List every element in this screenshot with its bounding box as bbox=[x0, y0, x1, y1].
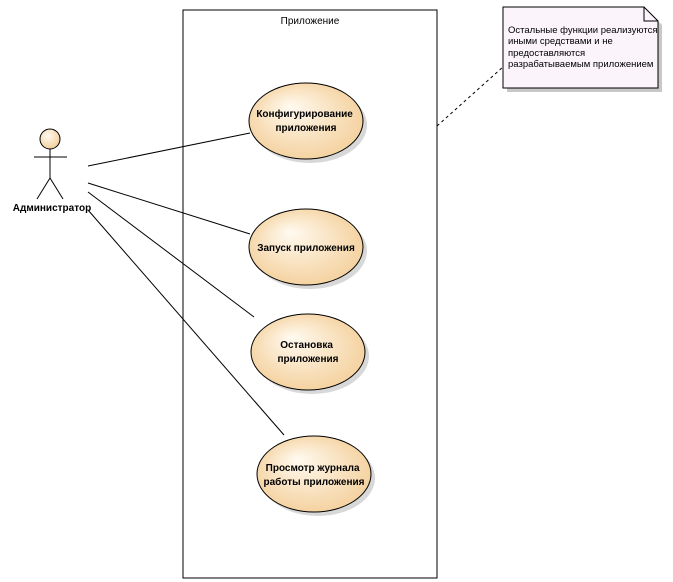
note-fold bbox=[643, 7, 658, 22]
use-case-ellipse bbox=[248, 208, 364, 286]
note-text: Остальные функции реализуются иными сред… bbox=[508, 25, 660, 70]
use-case-ellipse bbox=[248, 82, 364, 160]
use-case-configure-app[interactable]: Конфигурирование приложения bbox=[248, 82, 367, 163]
note-body bbox=[502, 6, 659, 89]
use-case-label: Запуск приложения bbox=[257, 243, 355, 254]
associations bbox=[87, 132, 285, 436]
association-line bbox=[87, 209, 285, 436]
actor-head bbox=[39, 128, 61, 150]
use-case-stop-app[interactable]: Остановка приложения bbox=[250, 313, 369, 394]
actor-left-leg bbox=[36, 177, 51, 200]
association-line bbox=[87, 182, 251, 235]
use-case-view-log[interactable]: Просмотр журнала работы приложения bbox=[256, 435, 375, 516]
actor-label: Администратор bbox=[13, 203, 91, 214]
use-case-label: Конфигурирование приложения bbox=[256, 108, 355, 134]
use-case-label: Остановка приложения bbox=[277, 340, 338, 365]
actor-right-leg bbox=[49, 177, 64, 200]
note[interactable]: Остальные функции реализуются иными сред… bbox=[502, 6, 662, 92]
actor-administrator[interactable]: Администратор bbox=[13, 128, 91, 214]
use-case-start-app[interactable]: Запуск приложения bbox=[248, 208, 367, 289]
use-case-ellipse bbox=[250, 313, 366, 391]
use-case-label: Просмотр журнала работы приложения bbox=[264, 463, 365, 488]
system-boundary-title: Приложение bbox=[281, 16, 340, 27]
association-line bbox=[87, 191, 255, 318]
use-case-ellipse bbox=[256, 435, 372, 513]
association-line bbox=[87, 132, 251, 167]
note-anchor-line bbox=[436, 65, 505, 127]
